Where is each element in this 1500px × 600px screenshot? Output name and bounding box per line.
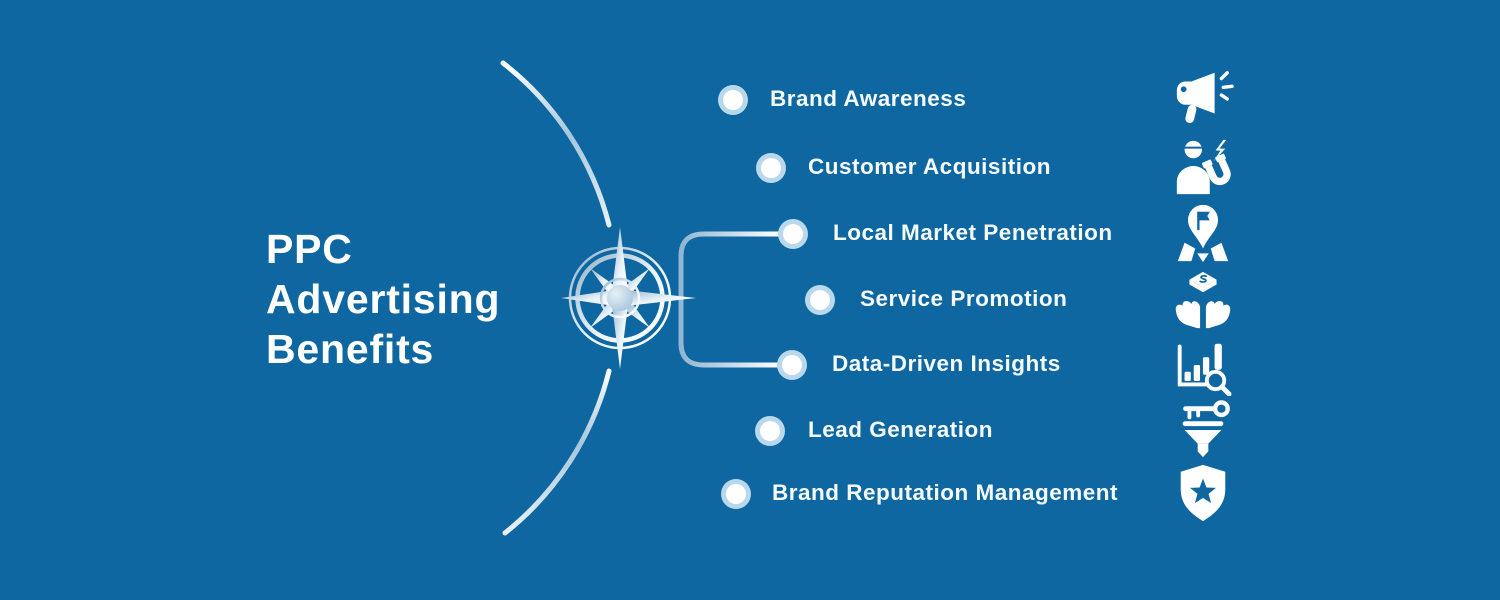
megaphone-icon bbox=[1176, 71, 1234, 124]
benefit-label-lead-generation: Lead Generation bbox=[808, 416, 994, 442]
node-circle bbox=[777, 350, 807, 380]
hands-money-icon bbox=[1175, 271, 1231, 329]
person-magnet-icon bbox=[1176, 139, 1231, 195]
title-line-3: Benefits bbox=[266, 326, 435, 372]
node-circle bbox=[721, 479, 751, 509]
benefit-label-data-insights: Data-Driven Insights bbox=[832, 350, 1061, 376]
chart-magnifier-icon bbox=[1177, 343, 1232, 396]
node-circle bbox=[755, 416, 785, 446]
benefit-label-brand-awareness: Brand Awareness bbox=[770, 85, 967, 111]
title-line-1: PPC bbox=[266, 226, 353, 272]
main-arc bbox=[500, 60, 612, 536]
benefit-label-customer-acquisition: Customer Acquisition bbox=[808, 153, 1051, 179]
compass-icon bbox=[561, 227, 696, 369]
funnel-key-icon bbox=[1182, 400, 1230, 458]
map-pin-flag-icon bbox=[1177, 204, 1229, 263]
benefit-label-brand-reputation: Brand Reputation Management bbox=[772, 479, 1119, 505]
page-title: PPC Advertising Benefits bbox=[266, 224, 500, 374]
branch-nodes bbox=[718, 85, 835, 509]
node-circle bbox=[805, 285, 835, 315]
benefit-label-local-market: Local Market Penetration bbox=[833, 219, 1113, 245]
node-circle bbox=[756, 153, 786, 183]
title-line-2: Advertising bbox=[266, 276, 501, 322]
node-circle bbox=[718, 85, 748, 115]
node-circle bbox=[778, 219, 808, 249]
benefit-label-service-promotion: Service Promotion bbox=[860, 285, 1068, 311]
shield-star-icon bbox=[1180, 464, 1226, 522]
